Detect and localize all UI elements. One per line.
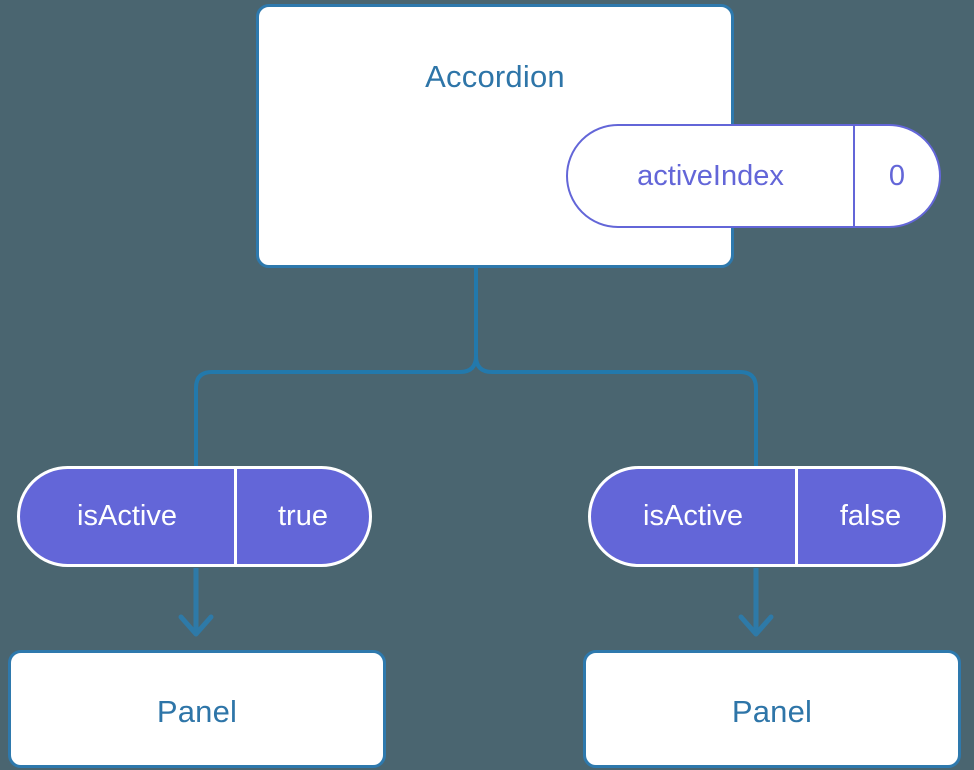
prop-pill-value: false	[795, 469, 943, 564]
prop-pill-key: isActive	[77, 500, 177, 532]
tree-branch-right-path	[474, 354, 758, 468]
component-title-accordion: Accordion	[425, 59, 565, 94]
arrow-left-head-icon	[178, 614, 214, 637]
state-pill-value: 0	[853, 126, 939, 226]
state-pill-key: activeIndex	[637, 159, 784, 192]
component-node-panel-left[interactable]: Panel	[8, 650, 386, 768]
prop-pill-isactive-true[interactable]: isActive true	[17, 466, 372, 567]
component-node-accordion[interactable]: Accordion activeIndex 0	[256, 4, 941, 268]
tree-trunk-path	[194, 266, 478, 468]
prop-pill-value: true	[234, 469, 369, 564]
state-pill-activeindex[interactable]: activeIndex 0	[566, 124, 941, 228]
arrow-right-head-icon	[738, 614, 774, 637]
prop-pill-key: isActive	[643, 500, 743, 532]
component-title-panel-right: Panel	[731, 694, 813, 729]
component-title-panel-left: Panel	[156, 694, 238, 729]
component-node-panel-right[interactable]: Panel	[583, 650, 961, 768]
prop-pill-isactive-false[interactable]: isActive false	[588, 466, 946, 567]
